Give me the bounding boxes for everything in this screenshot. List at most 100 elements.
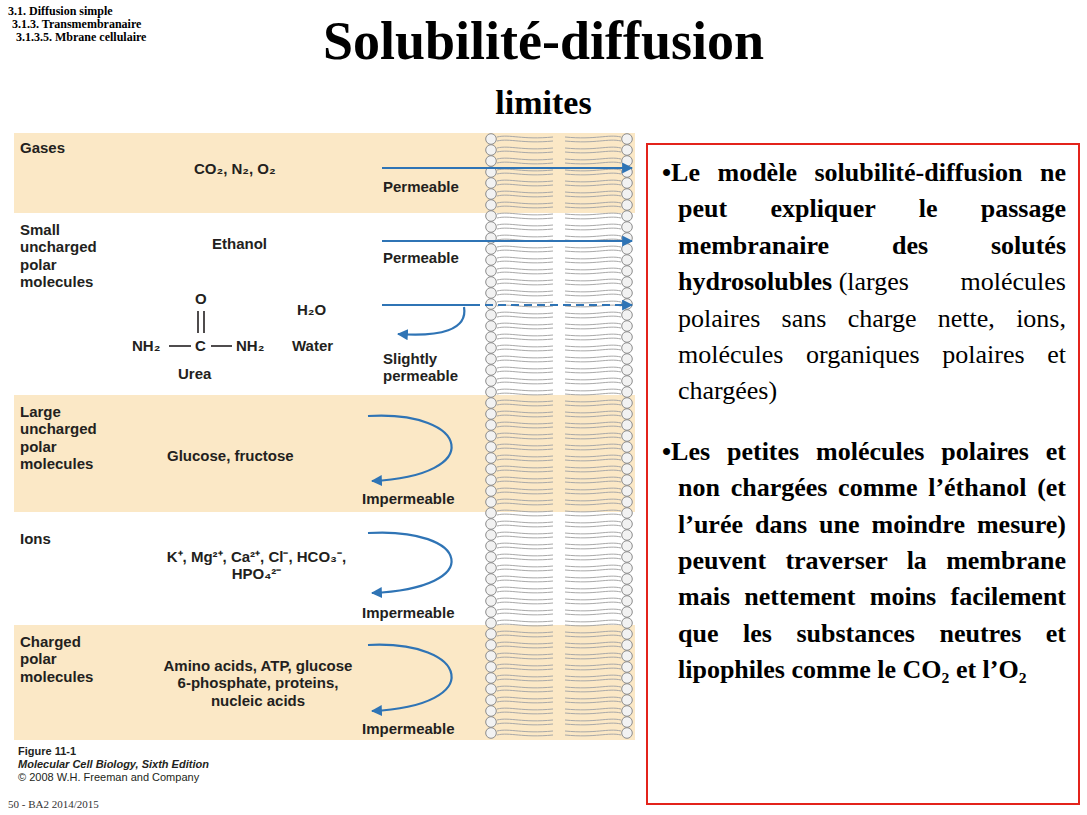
text-slot: Ethanol: [212, 235, 267, 252]
lipid-tail: [497, 382, 553, 384]
lipid-head: [486, 662, 497, 673]
lipid-tail: [497, 470, 553, 472]
lipid-tail: [497, 140, 553, 142]
lipid-head: [622, 629, 633, 640]
lipid-head: [486, 640, 497, 651]
lipid-head: [486, 684, 497, 695]
lipid-tail: [497, 422, 553, 424]
lipid-tail: [497, 268, 553, 270]
lipid-head: [622, 552, 633, 563]
lipid-head: [622, 398, 633, 409]
text-slot: H₂O: [297, 301, 326, 318]
lipid-tail: [497, 246, 553, 248]
lipid-head: [622, 640, 633, 651]
lipid-tail: [565, 422, 621, 424]
lipid-tail: [497, 730, 553, 732]
lipid-tail: [565, 158, 621, 160]
lipid-tail: [565, 367, 621, 369]
lipid-head: [486, 387, 497, 398]
lipid-tail: [497, 356, 553, 358]
flux-arrows: [368, 168, 632, 711]
lipid-tail: [497, 613, 553, 615]
lipid-tail: [565, 708, 621, 710]
lipid-head: [622, 321, 633, 332]
lipid-tail: [565, 565, 621, 567]
lipid-tail: [565, 393, 621, 395]
lipid-bilayer: [486, 134, 633, 739]
lipid-tail: [497, 591, 553, 593]
text-slot: Impermeable: [362, 604, 455, 621]
lipid-head: [622, 211, 633, 222]
lipid-head: [486, 541, 497, 552]
lipid-tail: [565, 415, 621, 417]
page-footer: 50 - BA2 2014/2015: [8, 798, 99, 810]
lipid-tail: [565, 488, 621, 490]
lipid-tail: [497, 283, 553, 285]
molecule-list: Glucose, fructose: [167, 447, 294, 464]
lipid-tail: [497, 191, 553, 193]
lipid-head: [486, 585, 497, 596]
lipid-head: [622, 332, 633, 343]
lipid-tail: [497, 411, 553, 413]
lipid-head: [486, 211, 497, 222]
lipid-tail: [565, 360, 621, 362]
lipid-tail: [497, 587, 553, 589]
lipid-tail: [497, 378, 553, 380]
lipid-head: [486, 574, 497, 585]
lipid-tail: [565, 202, 621, 204]
lipid-tail: [565, 316, 621, 318]
lipid-tail: [565, 635, 621, 637]
lipid-tail: [497, 257, 553, 259]
lipid-tail: [565, 558, 621, 560]
subtitle: limites: [0, 84, 1087, 121]
molecule-name: Ethanol: [212, 235, 267, 252]
lipid-head: [486, 178, 497, 189]
lipid-tail: [565, 279, 621, 281]
lipid-tail: [565, 580, 621, 582]
lipid-tail: [497, 224, 553, 226]
lipid-tail: [565, 569, 621, 571]
slight-arrow: [382, 304, 472, 306]
lipid-head: [486, 695, 497, 706]
lipid-tail: [565, 356, 621, 358]
lipid-head: [622, 266, 633, 277]
lipid-tail: [497, 499, 553, 501]
lipid-tail: [497, 569, 553, 571]
permeability-label: Permeable: [383, 178, 459, 195]
molecule-name: Water: [292, 337, 333, 354]
lipid-tail: [565, 217, 621, 219]
lipid-tail: [497, 312, 553, 314]
lipid-tail: [565, 675, 621, 677]
lipid-tail: [565, 283, 621, 285]
lipid-tail: [497, 184, 553, 186]
text-slot: Small uncharged polar molecules: [20, 221, 108, 290]
lipid-tail: [497, 466, 553, 468]
lipid-head: [622, 464, 633, 475]
slight-arrow-dashed: [472, 304, 632, 306]
category-heading: Ions: [20, 530, 108, 547]
lipid-tail: [497, 492, 553, 494]
lipid-tail: [497, 701, 553, 703]
lipid-tail: [565, 547, 621, 549]
lipid-tail: [497, 195, 553, 197]
band-ground: [14, 133, 635, 213]
lipid-head: [622, 706, 633, 717]
lipid-tail: [565, 349, 621, 351]
text-slot: Large uncharged polar molecules: [20, 403, 108, 472]
lipid-tail: [565, 620, 621, 622]
bullet-text: •Les petites molécules polaires et non c…: [662, 437, 1066, 684]
lipid-tail: [565, 624, 621, 626]
lipid-head: [622, 607, 633, 618]
lipid-head: [622, 519, 633, 530]
lipid-tail: [497, 521, 553, 523]
lipid-tail: [565, 664, 621, 666]
lipid-tail: [497, 679, 553, 681]
category-heading: Charged polar molecules: [20, 633, 108, 685]
permeability-label: Slightly permeable: [383, 350, 483, 385]
lipid-head: [486, 420, 497, 431]
lipid-head: [622, 343, 633, 354]
lipid-tail: [497, 316, 553, 318]
lipid-tail: [565, 642, 621, 644]
lipid-tail: [497, 488, 553, 490]
lipid-tail: [497, 697, 553, 699]
